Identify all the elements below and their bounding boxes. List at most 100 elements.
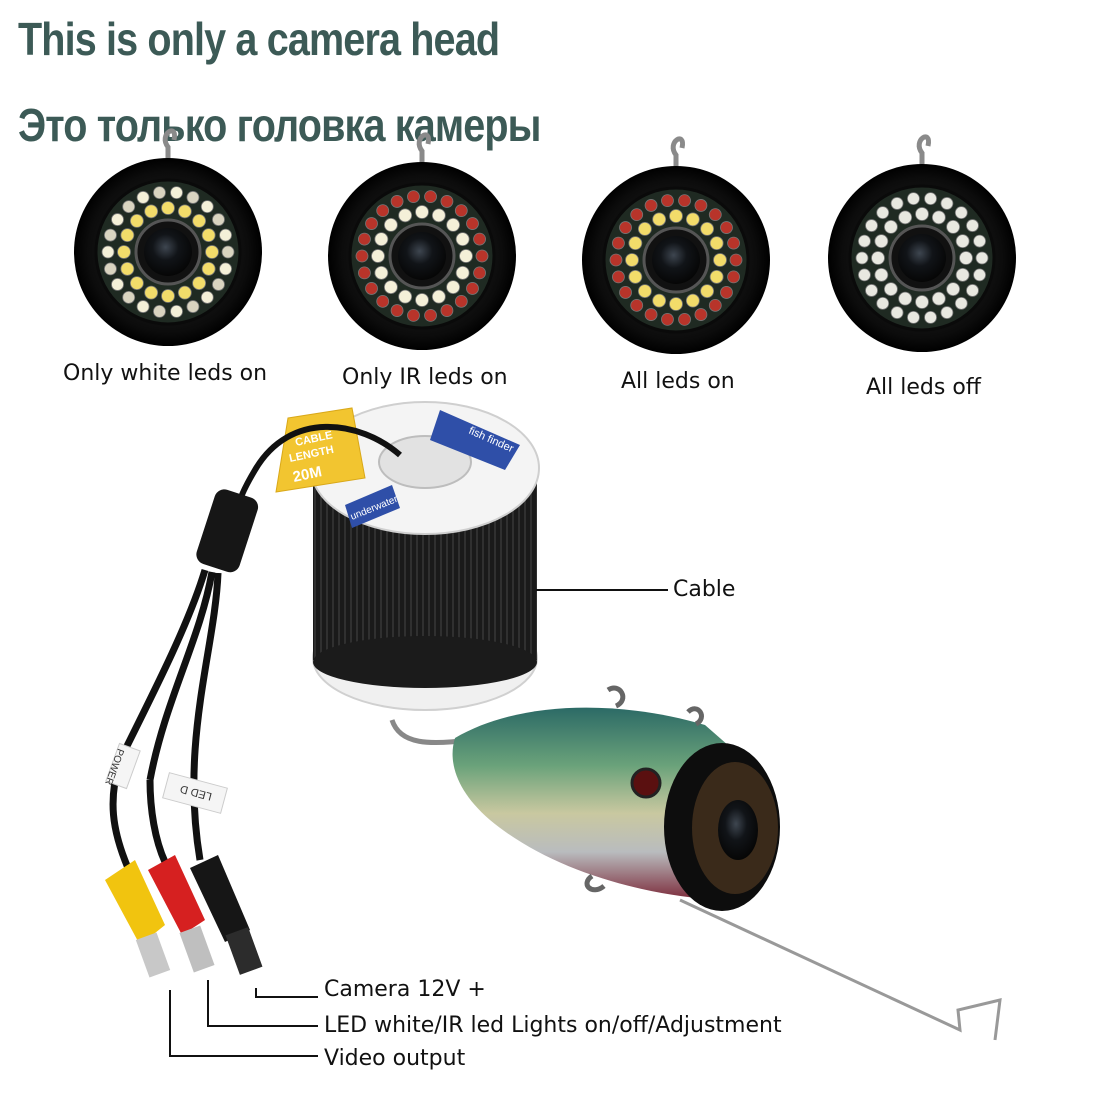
led-dot xyxy=(365,282,378,295)
led-dot xyxy=(966,284,979,297)
led-dot xyxy=(365,217,378,230)
led-dot xyxy=(876,206,890,220)
led-dot xyxy=(727,270,740,284)
led-dot xyxy=(637,221,652,236)
led-dot xyxy=(153,186,166,200)
led-dot xyxy=(713,253,727,267)
led-dot xyxy=(955,234,970,249)
spool-hub xyxy=(378,435,472,489)
cable-spool: fish finder underwater CABLE LENGTH 20M xyxy=(275,401,540,711)
led-dot xyxy=(619,221,632,234)
rca-yellow-plug xyxy=(105,860,171,978)
led-dot xyxy=(466,282,479,295)
led-dot xyxy=(652,293,667,308)
power-tag xyxy=(105,742,141,790)
led-dot xyxy=(219,262,232,276)
camera-power-callout-line xyxy=(255,988,318,998)
led-dot xyxy=(192,276,207,291)
led-dot xyxy=(122,200,136,214)
callout-cable: Cable xyxy=(673,577,736,602)
led-dot xyxy=(398,289,413,304)
led-dot xyxy=(644,199,658,212)
led-dot xyxy=(883,219,898,234)
led-dot xyxy=(200,200,214,214)
led-dot xyxy=(390,304,404,317)
led-dot xyxy=(876,296,890,310)
led-dot xyxy=(628,269,643,284)
led-dot xyxy=(136,191,150,204)
label-all-leds: All leds on xyxy=(621,369,735,394)
led-dot xyxy=(431,289,446,304)
led-dot xyxy=(874,234,889,249)
led-dot xyxy=(454,294,468,308)
led-dot xyxy=(637,284,652,299)
led-dot xyxy=(709,236,724,251)
led-dot xyxy=(898,210,913,225)
led-dot xyxy=(371,249,385,263)
led-dot xyxy=(459,249,473,263)
led-dot xyxy=(678,194,691,208)
led-dot xyxy=(201,261,216,276)
led-dot xyxy=(709,269,724,284)
led-dot xyxy=(376,204,390,218)
led-dot xyxy=(915,207,929,221)
led-dot xyxy=(136,300,150,313)
led-dot xyxy=(455,232,470,247)
led-dot xyxy=(700,221,715,236)
camera-face-off xyxy=(828,134,1016,352)
led-dot xyxy=(729,253,743,267)
led-dot xyxy=(630,208,644,222)
led-dot xyxy=(473,266,486,280)
camera-lens-icon xyxy=(398,232,446,280)
led-dot xyxy=(440,195,454,208)
label-ir-leds: Only IR leds on xyxy=(342,365,508,390)
led-dot xyxy=(644,308,658,321)
led-dot xyxy=(446,280,461,295)
led-dot xyxy=(390,195,404,208)
led-dot xyxy=(221,245,235,259)
mounting-hook-icon xyxy=(416,132,431,164)
led-dot xyxy=(619,286,632,299)
led-dot xyxy=(924,192,937,206)
led-dot xyxy=(609,253,623,267)
mounting-hook-icon xyxy=(916,134,931,166)
led-dot xyxy=(358,232,371,246)
label-leds-off: All leds off xyxy=(866,375,981,400)
led-dot xyxy=(440,304,454,317)
led-dot xyxy=(101,245,115,259)
spool-label-blue xyxy=(430,410,520,470)
led-dot xyxy=(915,295,929,309)
led-dot xyxy=(858,234,871,248)
led-dot xyxy=(954,206,968,220)
camera-face-all xyxy=(582,136,770,354)
led-dot xyxy=(669,297,683,311)
led-dot xyxy=(855,251,869,265)
led-dot xyxy=(669,209,683,223)
led-dot xyxy=(890,306,904,319)
led-dot xyxy=(685,212,700,227)
led-dot xyxy=(931,291,946,306)
led-dot xyxy=(625,253,639,267)
camera-lens-icon xyxy=(898,234,946,282)
led-dot xyxy=(120,228,135,243)
dc-black-plug xyxy=(190,855,263,975)
led-dot xyxy=(186,191,200,204)
rca-red-plug xyxy=(148,855,215,973)
led-dot xyxy=(959,251,973,265)
led-dot xyxy=(865,219,878,232)
callout-video-output: Video output xyxy=(324,1046,466,1071)
led-dot xyxy=(612,236,625,250)
led-dot xyxy=(455,265,470,280)
led-dot xyxy=(104,262,117,276)
led-dot xyxy=(708,208,722,222)
led-dot xyxy=(177,285,192,300)
led-dot xyxy=(940,306,954,319)
led-dot xyxy=(161,289,175,303)
led-dot xyxy=(700,284,715,299)
led-dot xyxy=(177,204,192,219)
led-dot xyxy=(120,261,135,276)
led-dot xyxy=(694,199,708,212)
led-dot xyxy=(678,312,691,326)
led-dot xyxy=(661,194,674,208)
